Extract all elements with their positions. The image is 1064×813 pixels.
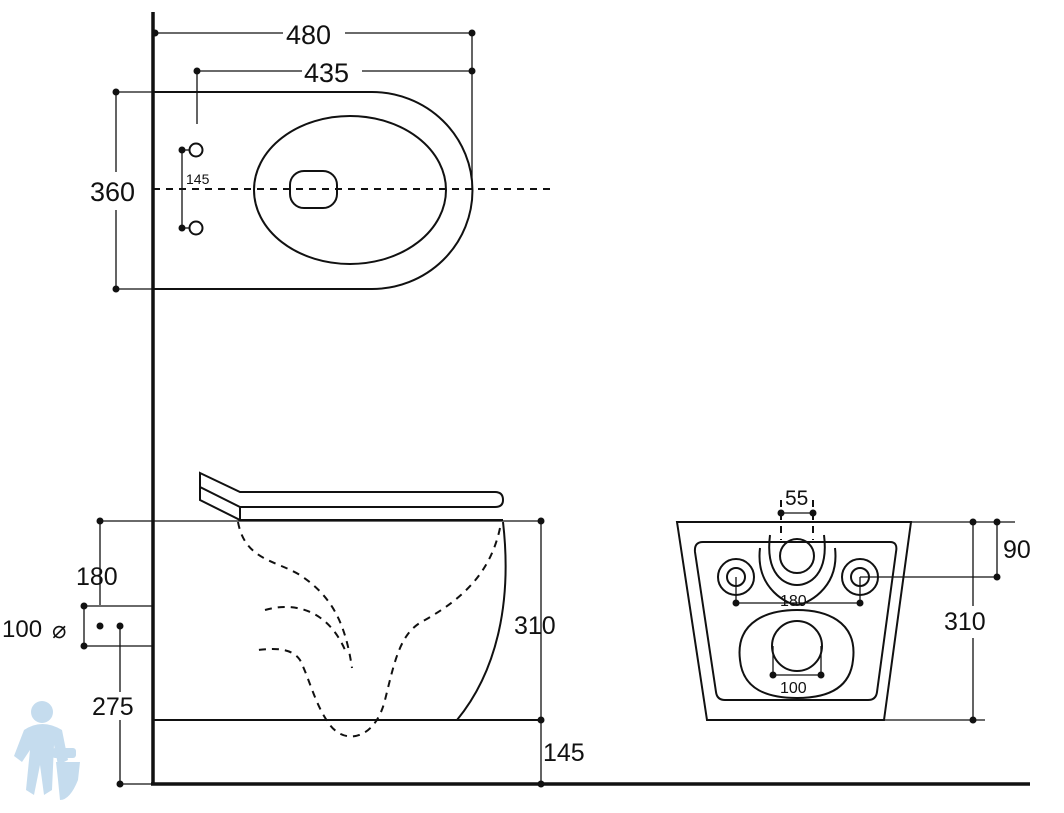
dim-top-depth: 360 (90, 177, 135, 207)
dim-mount-holes-spacing: 145 (186, 171, 210, 187)
side-view-bowl-outline (456, 521, 507, 721)
dim-front-height-total: 310 (944, 608, 986, 636)
top-view: 145 480 435 360 (90, 20, 556, 293)
side-view: 180 100 ⌀ 275 310 145 (2, 471, 585, 788)
dim-front-top-height: 90 (1003, 536, 1031, 564)
mount-hole-bottom (188, 220, 204, 236)
dim-top-width-total: 480 (286, 20, 331, 50)
dim-side-floor-gap: 145 (543, 739, 585, 767)
front-view-outlet (771, 620, 823, 672)
mount-hole-top (188, 142, 204, 158)
dim-side-height-a: 180 (76, 563, 118, 591)
plumber-mascot-icon (14, 701, 80, 800)
front-view-inner-panel (693, 541, 898, 701)
dim-top-width-inner: 435 (304, 58, 349, 88)
front-view: 55 180 100 90 310 (675, 487, 1031, 724)
dim-front-top-spacing: 55 (785, 487, 808, 510)
front-view-inlet (779, 538, 815, 574)
diameter-symbol: ⌀ (52, 617, 66, 644)
dim-side-height-b: 275 (92, 693, 134, 721)
side-view-trap-hidden (237, 521, 353, 669)
side-view-seat (199, 471, 505, 508)
dim-side-height-total: 310 (514, 612, 556, 640)
front-view-outlet-shell (738, 608, 855, 700)
top-view-bowl-outline (153, 91, 474, 290)
dim-front-outlet-spacing: 100 (780, 680, 807, 697)
dim-side-pipe-diameter: 100 (2, 616, 42, 643)
dim-front-hole-spacing: 180 (780, 593, 807, 610)
